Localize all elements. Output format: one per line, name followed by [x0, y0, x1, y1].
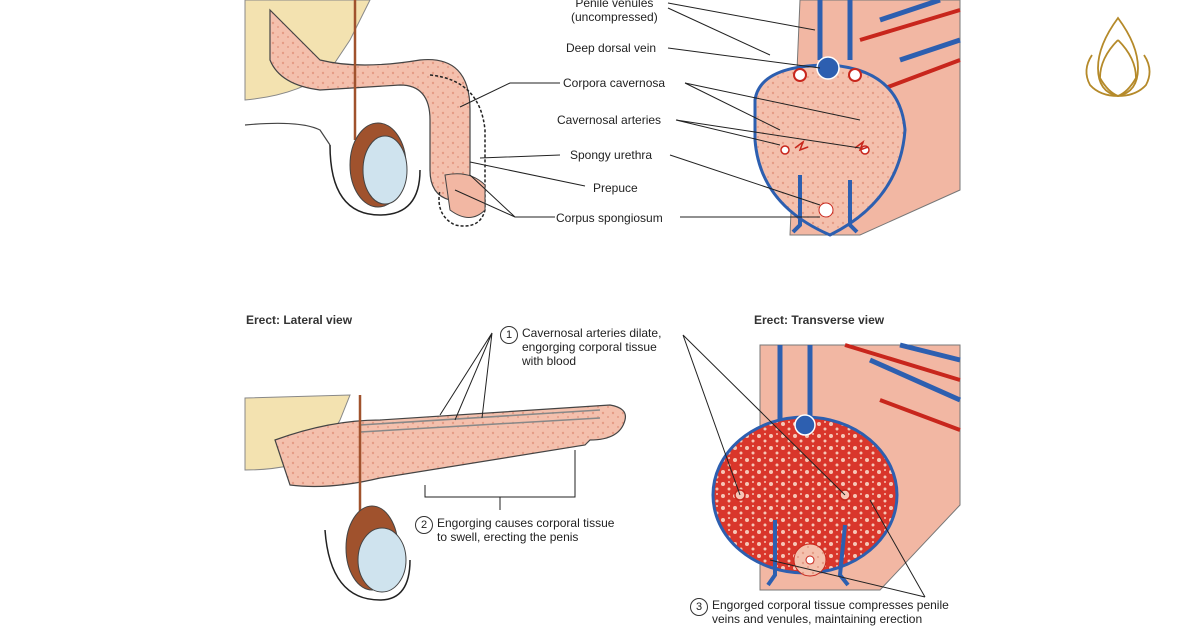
label-corpus-spongiosum: Corpus spongiosum	[556, 211, 663, 225]
step-1-number: 1	[500, 326, 518, 344]
lotus-logo-icon	[1085, 16, 1151, 97]
label-corpora-cavernosa: Corpora cavernosa	[563, 76, 666, 90]
corpora-lines	[359, 409, 601, 433]
label-deep-dorsal-vein: Deep dorsal vein	[566, 41, 657, 55]
testis	[362, 135, 408, 205]
body-outline	[244, 122, 331, 146]
surface-veins-erect	[777, 342, 962, 420]
step-2-number: 2	[415, 516, 433, 534]
label-cavernosal-arteries: Cavernosal arteries	[557, 113, 662, 127]
label-prepuce: Prepuce	[593, 181, 638, 195]
erect-transverse-view	[711, 342, 962, 591]
surface-arteries	[859, 8, 961, 92]
scrotum-erect	[324, 529, 411, 601]
header-erect-lateral: Erect: Lateral view	[246, 313, 353, 327]
glans	[444, 173, 486, 218]
flaccid-transverse-view	[753, 0, 961, 237]
step-3: 3 Engorged corporal tissue compresses pe…	[690, 598, 949, 626]
deep-dorsal-vein-shape	[816, 56, 840, 80]
label-penile-venules: Penile venules (uncompressed)	[571, 0, 658, 24]
dorsal-artery-right	[848, 68, 862, 82]
right-leader-lines	[682, 334, 926, 598]
prepuce-outline	[429, 74, 486, 227]
compressed-veins	[766, 520, 850, 587]
erect-lateral-view	[244, 394, 627, 601]
surface-arteries-erect	[844, 343, 961, 432]
flaccid-lateral-view	[244, 0, 486, 227]
step-1: 1 Cavernosal arteries dilate, engorging …	[500, 326, 661, 368]
step1-leader-lines	[439, 332, 493, 421]
urethra-erect	[805, 555, 815, 565]
urethra-flaccid	[818, 202, 834, 218]
helicine-arteries	[794, 139, 869, 152]
dorsal-artery-left	[793, 68, 807, 82]
header-erect-transverse: Erect: Transverse view	[754, 313, 885, 327]
scrotum-outline	[329, 144, 421, 216]
step-2: 2 Engorging causes corporal tissue to sw…	[415, 516, 614, 544]
step-3-number: 3	[690, 598, 708, 616]
emissary-veins	[791, 175, 859, 234]
testis-erect	[357, 527, 407, 593]
label-spongy-urethra: Spongy urethra	[570, 148, 653, 162]
deep-dorsal-vein-erect	[794, 414, 816, 436]
surface-veins	[817, 0, 961, 63]
cavernosal-artery-left	[780, 145, 790, 155]
top-leader-lines	[454, 2, 861, 218]
